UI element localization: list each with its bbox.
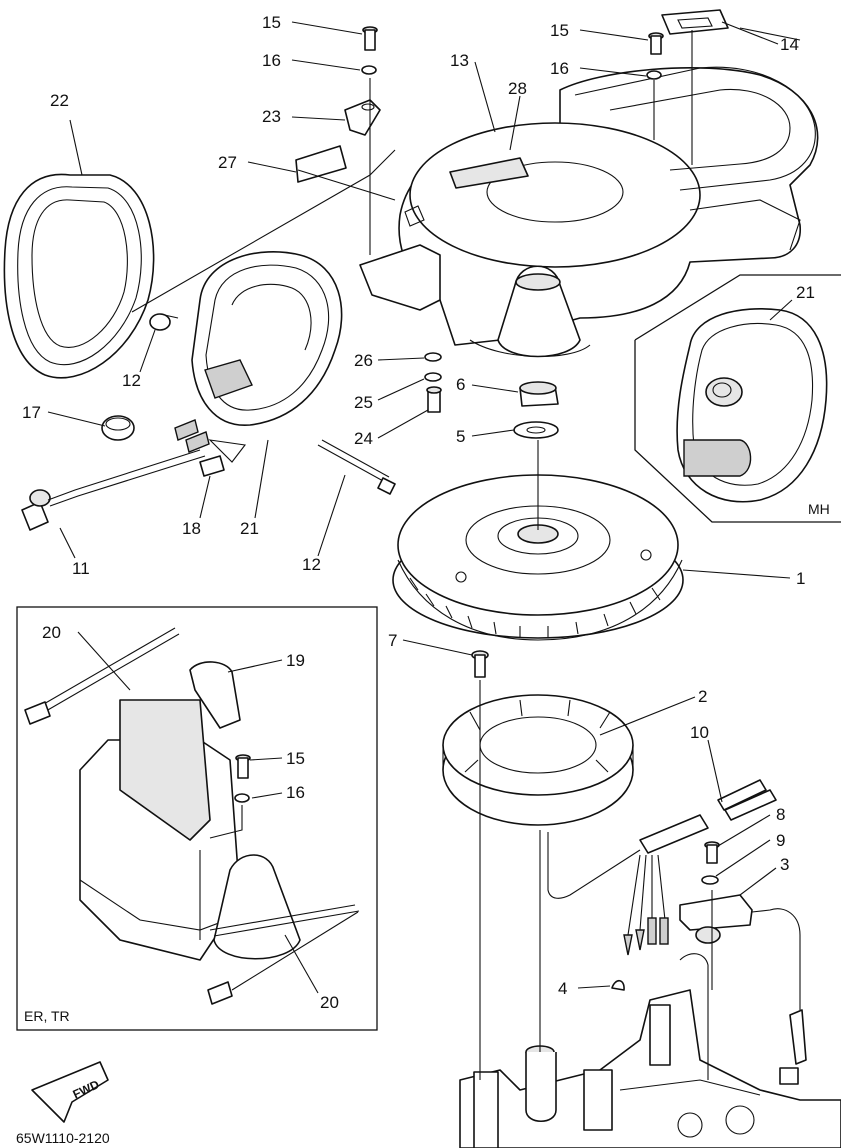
part-24-bolt bbox=[426, 386, 442, 413]
callout-12-upper: 12 bbox=[122, 371, 141, 390]
callout-11: 11 bbox=[72, 559, 90, 578]
callout-25: 25 bbox=[354, 393, 373, 412]
part-4-key bbox=[611, 979, 625, 991]
callout-15-upper: 15 bbox=[262, 13, 281, 32]
callout-28: 28 bbox=[508, 79, 527, 98]
callout-27: 27 bbox=[218, 153, 237, 172]
callout-13: 13 bbox=[450, 51, 469, 70]
callout-22: 22 bbox=[50, 91, 69, 110]
part-15-bolt-right bbox=[648, 32, 664, 55]
callout-20-upper: 20 bbox=[42, 623, 61, 642]
inset-er-tr: ER, TR bbox=[16, 606, 378, 1031]
diagram-code: 65W1110-2120 bbox=[16, 1130, 110, 1146]
callout-1: 1 bbox=[796, 569, 805, 588]
engine-crankcase bbox=[459, 953, 841, 1148]
starter-pulley bbox=[469, 265, 591, 358]
part-14-plate bbox=[661, 9, 729, 35]
part-1-flywheel bbox=[392, 474, 684, 641]
part-22-seal bbox=[3, 173, 155, 379]
part-12-cable-tie bbox=[317, 439, 396, 495]
callout-6: 6 bbox=[456, 375, 465, 394]
callout-15-inset: 15 bbox=[286, 749, 305, 768]
callout-24: 24 bbox=[354, 429, 373, 448]
callout-15-right: 15 bbox=[550, 21, 569, 40]
callout-17: 17 bbox=[22, 403, 41, 422]
part-7-bolt bbox=[471, 650, 489, 678]
assembly-lines bbox=[131, 30, 713, 1080]
inset-mh-label: MH bbox=[808, 501, 830, 517]
callout-7: 7 bbox=[388, 631, 397, 650]
callout-21-left: 21 bbox=[240, 519, 259, 538]
part-5-washer bbox=[513, 421, 559, 439]
part-15-bolt-upper bbox=[362, 26, 378, 51]
part-21-grommet-housing bbox=[191, 251, 343, 426]
part-17-plug bbox=[101, 415, 135, 441]
callout-23: 23 bbox=[262, 107, 281, 126]
callout-4: 4 bbox=[558, 979, 567, 998]
part-10-wire-harness bbox=[547, 779, 777, 956]
callout-19: 19 bbox=[286, 651, 305, 670]
part-9-washer bbox=[701, 875, 719, 885]
part-8-bolt bbox=[704, 841, 720, 864]
callout-2: 2 bbox=[698, 687, 707, 706]
callout-12-lower: 12 bbox=[302, 555, 321, 574]
fwd-arrow: FWD bbox=[31, 1061, 109, 1123]
callout-21-mh: 21 bbox=[796, 283, 815, 302]
part-11-terminal-lead bbox=[21, 419, 210, 531]
callout-16-upper: 16 bbox=[262, 51, 281, 70]
part-12-clip-upper bbox=[149, 313, 179, 331]
callout-10: 10 bbox=[690, 723, 709, 742]
inset-mh: MH bbox=[634, 274, 841, 523]
callout-9: 9 bbox=[776, 831, 785, 850]
inset-er-tr-label: ER, TR bbox=[24, 1008, 70, 1024]
part-16-washer-upper bbox=[361, 65, 377, 75]
part-13-flywheel-cover bbox=[398, 66, 819, 346]
callout-20-lower: 20 bbox=[320, 993, 339, 1012]
part-25-washer bbox=[424, 372, 442, 382]
part-6-nut bbox=[519, 381, 559, 407]
part-2-stator bbox=[442, 694, 634, 826]
callout-16-inset: 16 bbox=[286, 783, 305, 802]
part-23-cable-clamp bbox=[344, 99, 381, 136]
cover-bracket bbox=[359, 244, 441, 311]
callout-18: 18 bbox=[182, 519, 201, 538]
part-16-washer-right bbox=[646, 70, 662, 80]
callout-26: 26 bbox=[354, 351, 373, 370]
callouts: 15 16 23 27 13 28 15 16 14 22 12 17 11 1… bbox=[22, 13, 815, 1012]
callout-8: 8 bbox=[776, 805, 785, 824]
leader-lines bbox=[47, 21, 801, 994]
callout-16-right: 16 bbox=[550, 59, 569, 78]
part-3-pulser-coil bbox=[679, 894, 807, 1085]
callout-3: 3 bbox=[780, 855, 789, 874]
part-18-label bbox=[199, 455, 225, 477]
callout-14: 14 bbox=[780, 35, 799, 54]
part-26-washer bbox=[424, 352, 442, 362]
callout-5: 5 bbox=[456, 427, 465, 446]
